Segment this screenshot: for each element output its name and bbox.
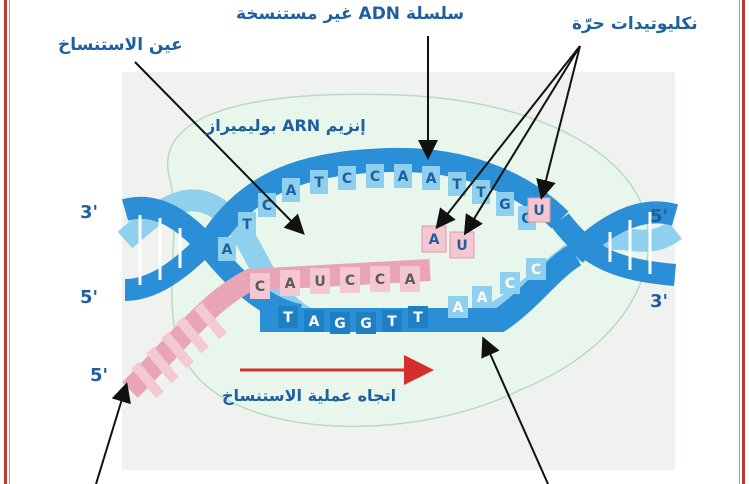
end-middle-left: 5' [80, 287, 98, 308]
top-base: A [286, 183, 297, 199]
top-base: T [242, 217, 252, 233]
template-base: A [309, 314, 320, 330]
template-base: G [360, 316, 372, 332]
template-base: C [505, 276, 515, 292]
template-base: A [453, 300, 464, 316]
template-base: T [283, 310, 293, 326]
rna-base: A [285, 276, 296, 292]
rna-base: A [405, 272, 416, 288]
top-base: A [398, 169, 409, 185]
template-base: T [387, 314, 397, 330]
template-base: G [334, 316, 346, 332]
free-nucleotide-base: U [533, 203, 544, 219]
end-bottom-left: 5' [90, 365, 108, 386]
rna-base: C [345, 273, 355, 289]
rna-base: C [375, 272, 385, 288]
top-base: T [314, 175, 324, 191]
top-base: C [370, 169, 380, 185]
rna-base: C [255, 279, 265, 295]
top-base: A [426, 171, 437, 187]
end-top-left: 3' [80, 202, 98, 223]
top-base: C [342, 171, 352, 187]
template-base: C [531, 262, 541, 278]
free-nucleotide-base: U [456, 238, 467, 254]
free-nucleotide-base: A [429, 232, 440, 248]
pointer-rna [96, 386, 126, 484]
rna-base: U [314, 274, 325, 290]
label-free-nucleotides: نكليوتيدات حرّة [572, 14, 698, 34]
label-rna-polymerase: إنزيم ARN بوليميراز [206, 116, 366, 135]
label-transcription-eye: عين الاستنساخ [58, 35, 183, 55]
top-base: T [476, 185, 486, 201]
end-top-right: 5' [650, 206, 668, 227]
top-base: A [222, 242, 233, 258]
top-base: T [452, 177, 462, 193]
template-base: T [413, 310, 423, 326]
label-direction: اتجاه عملية الاستنساخ [222, 386, 396, 405]
end-bottom-right: 3' [650, 291, 668, 312]
label-non-template-strand: سلسلة ADN غير مستنسخة [236, 4, 464, 24]
top-base: G [499, 197, 511, 213]
template-base: A [477, 290, 488, 306]
